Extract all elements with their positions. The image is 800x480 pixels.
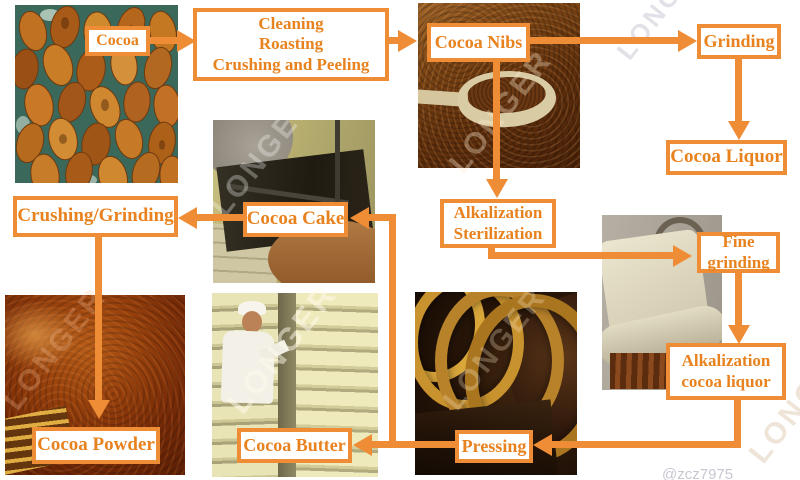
arrow-head-cocoa-to-cleaning: [177, 30, 196, 52]
node-fine-grinding: Fine grinding: [697, 232, 780, 273]
arrow-line-pressing-to-butter: [372, 441, 455, 448]
arrow-line-nibs-to-alkalization: [493, 61, 500, 181]
arrow-line-cake-to-crushing: [197, 214, 243, 221]
node-cocoa: Cocoa: [85, 26, 150, 56]
arrow-head-fine-to-alk-liquor: [728, 325, 750, 344]
arrow-line-fine-to-alk-liquor: [735, 273, 742, 327]
arrow-line-alk-liquor-to-pressing-h: [552, 441, 741, 448]
arrow-head-pressing-to-cake: [350, 207, 369, 229]
node-crushing-grinding: Crushing/Grinding: [13, 196, 178, 237]
machine-pole: [335, 120, 340, 220]
node-cocoa-cake: Cocoa Cake: [243, 202, 348, 237]
arrow-head-nibs-to-grinding: [678, 30, 697, 52]
scoop-contents: [466, 74, 547, 116]
arrow-line-alkalization-to-fine-h: [488, 252, 675, 259]
author-credit: @zcz7975: [662, 466, 734, 480]
arrow-head-pressing-to-butter: [353, 434, 372, 456]
powder-highlight: [5, 300, 80, 370]
node-alkalization-cocoa-liquor: Alkalization cocoa liquor: [666, 343, 786, 400]
arrow-line-pressing-to-cake-h: [369, 214, 396, 221]
arrow-line-cleaning-to-nibs: [389, 37, 401, 44]
arrow-head-cleaning-to-nibs: [398, 30, 417, 52]
node-line: Fine: [722, 232, 755, 252]
arrow-head-alkalization-to-fine: [673, 245, 692, 267]
node-line: cocoa liquor: [681, 371, 771, 391]
worker-body: [220, 330, 276, 404]
arrow-line-grinding-to-liquor: [735, 59, 742, 123]
node-cleaning-roasting: Cleaning Roasting Crushing and Peeling: [193, 8, 389, 81]
node-line: Alkalization: [681, 351, 771, 371]
arrow-head-crushing-to-powder: [88, 400, 110, 419]
node-pressing: Pressing: [455, 430, 533, 463]
worker-head: [242, 311, 262, 333]
arrow-head-nibs-to-alkalization: [486, 179, 508, 198]
node-cocoa-powder: Cocoa Powder: [32, 427, 160, 464]
arrow-line-pressing-to-cake-v: [389, 214, 396, 448]
node-line: grinding: [707, 252, 770, 272]
node-line: Crushing and Peeling: [212, 54, 370, 74]
arrow-line-crushing-to-powder: [95, 237, 102, 402]
node-line: Sterilization: [453, 223, 543, 243]
node-line: Roasting: [258, 34, 324, 54]
node-grinding: Grinding: [697, 24, 781, 59]
worker-cap: [238, 301, 266, 315]
arrow-line-cocoa-to-cleaning: [150, 37, 180, 44]
arrow-head-cake-to-crushing: [178, 207, 197, 229]
arrow-line-alk-liquor-to-pressing-v: [734, 400, 741, 448]
node-cocoa-nibs: Cocoa Nibs: [427, 23, 530, 62]
node-line: Cleaning: [258, 14, 324, 34]
node-cocoa-liquor: Cocoa Liquor: [666, 140, 787, 175]
arrow-head-grinding-to-liquor: [728, 121, 750, 140]
arrow-head-alk-liquor-to-pressing: [533, 434, 552, 456]
node-line: Alkalization: [453, 203, 543, 223]
arrow-line-nibs-to-grinding: [530, 37, 680, 44]
node-cocoa-butter: Cocoa Butter: [237, 428, 352, 463]
node-alkalization-sterilization: Alkalization Sterilization: [440, 199, 556, 248]
